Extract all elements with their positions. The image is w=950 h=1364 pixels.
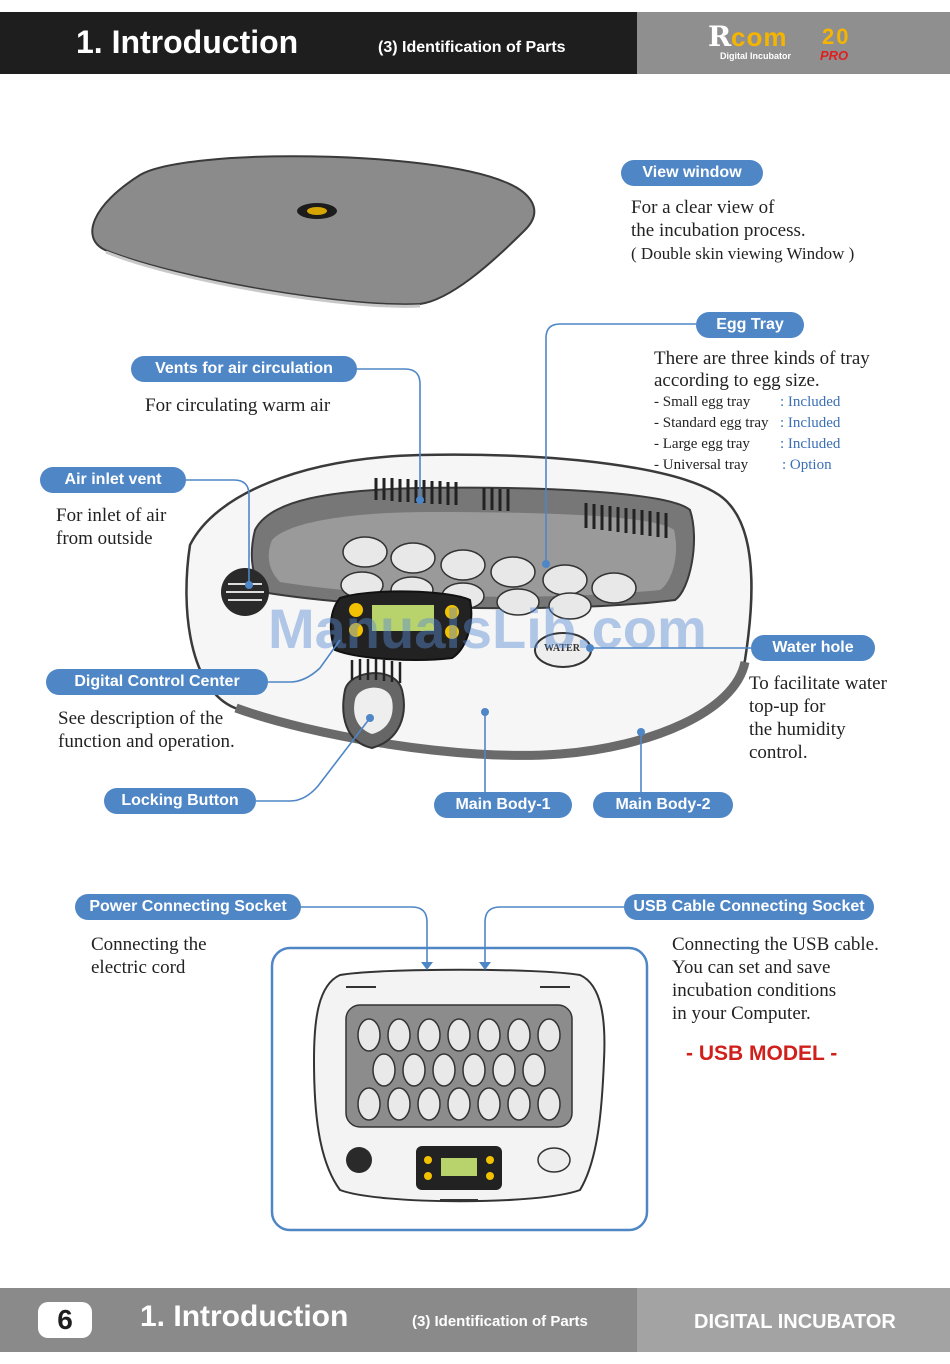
usb-model-note: - USB MODEL - xyxy=(686,1042,838,1065)
usb-socket-desc: Connecting the USB cable. You can set an… xyxy=(672,934,879,1024)
leader-dots xyxy=(245,496,645,736)
top-view-image xyxy=(270,946,649,1232)
page-number: 6 xyxy=(38,1302,92,1338)
tray-row: - Large egg tray: Included xyxy=(654,436,841,452)
egg-tray-label: Egg Tray xyxy=(696,312,804,338)
header-dark-section xyxy=(0,12,637,74)
air-inlet-label: Air inlet vent xyxy=(40,467,186,493)
usb-socket-label: USB Cable Connecting Socket xyxy=(624,894,874,920)
power-socket-desc: Connecting the electric cord xyxy=(91,934,207,978)
footer-brand: DIGITAL INCUBATOR xyxy=(694,1311,896,1333)
page-subtitle: (3) Identification of Parts xyxy=(378,39,566,56)
logo-letter: R xyxy=(708,20,732,53)
logo-pro-badge: PRO xyxy=(820,48,849,63)
vents-label: Vents for air circulation xyxy=(131,356,357,382)
water-hole-label: Water hole xyxy=(751,635,875,661)
logo-tagline: Digital Incubator xyxy=(720,51,792,61)
tray-row: - Small egg tray: Included xyxy=(654,394,841,410)
locking-button-label: Locking Button xyxy=(104,788,256,814)
watermark: ManualsLib.com xyxy=(268,597,707,660)
tray-row: - Standard egg tray: Included xyxy=(654,415,841,431)
air-inlet-desc: For inlet of air from outside xyxy=(56,505,167,549)
view-window-desc: For a clear view of the incubation proce… xyxy=(631,197,855,263)
water-hole-desc: To facilitate water top-up for the humid… xyxy=(749,673,887,763)
leader-lines xyxy=(186,323,752,965)
view-window-label: View window xyxy=(621,160,763,186)
water-cap-text: WATER xyxy=(544,643,580,654)
egg-tray-list: - Small egg tray: Included - Standard eg… xyxy=(654,392,840,476)
lid-image xyxy=(91,155,536,308)
header-logo-section xyxy=(637,12,950,74)
egg-tray-desc: There are three kinds of tray according … xyxy=(654,348,870,391)
tray-row: - Universal tray: Option xyxy=(654,457,832,473)
digital-control-desc: See description of the function and oper… xyxy=(58,708,235,752)
main-body-1-label: Main Body-1 xyxy=(434,792,572,818)
footer-title: 1. Introduction xyxy=(140,1300,349,1333)
power-socket-label: Power Connecting Socket xyxy=(75,894,301,920)
footer-brand-section xyxy=(637,1288,950,1352)
footer-subtitle: (3) Identification of Parts xyxy=(412,1313,588,1330)
digital-control-label: Digital Control Center xyxy=(46,669,268,695)
footer-bar xyxy=(0,1288,637,1352)
logo-model-number: 20 xyxy=(822,24,851,49)
vents-desc: For circulating warm air xyxy=(145,395,331,416)
logo-wordmark: com xyxy=(731,22,788,52)
main-body-2-label: Main Body-2 xyxy=(593,792,733,818)
page-title: 1. Introduction xyxy=(76,24,299,60)
incubator-body-image xyxy=(185,453,753,760)
